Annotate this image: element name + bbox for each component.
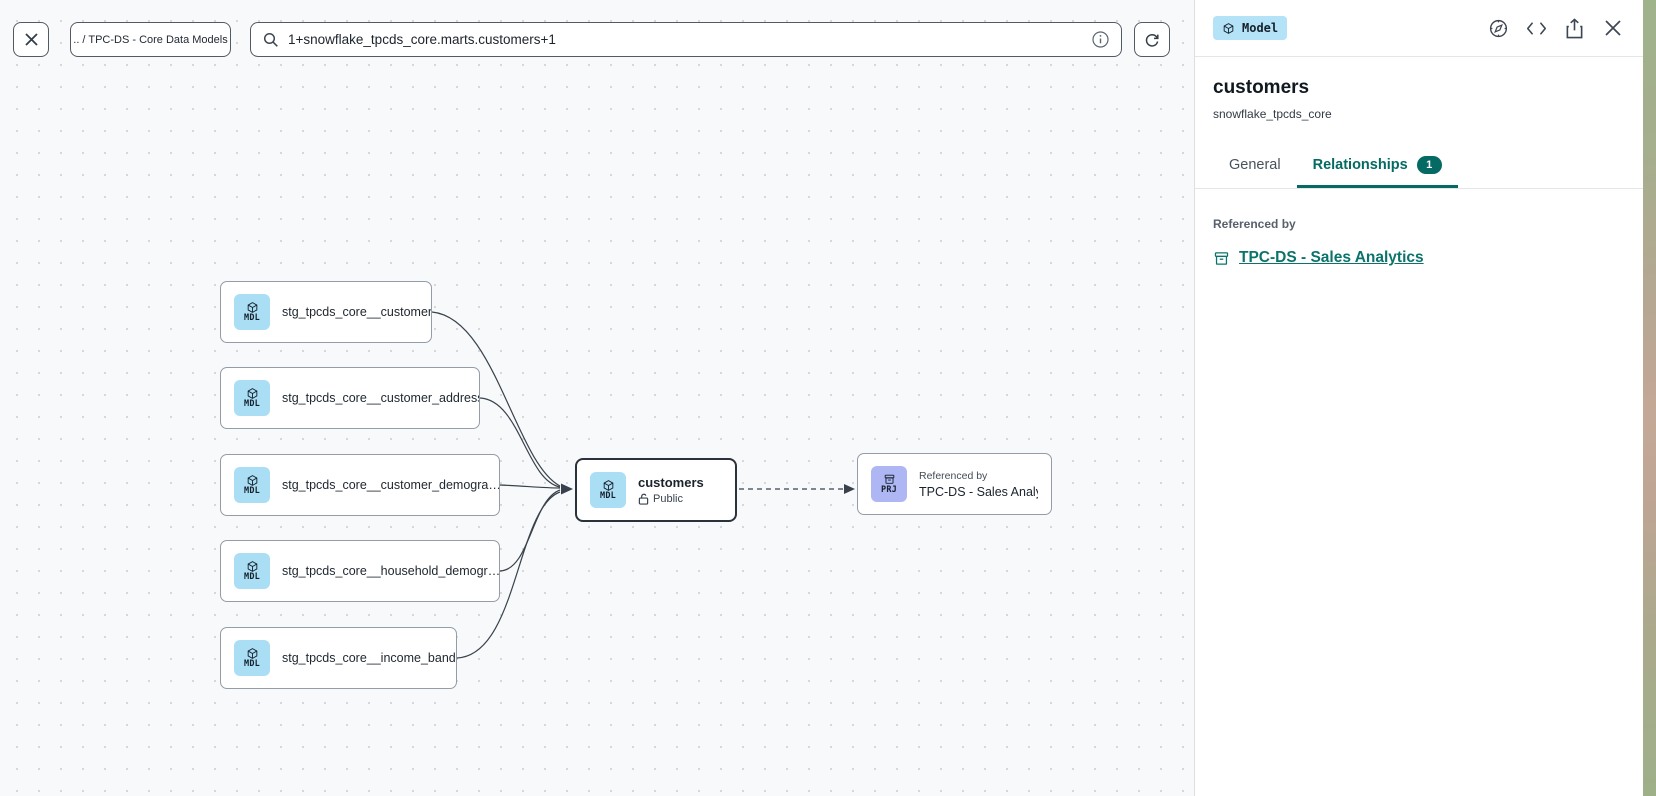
lineage-node-stg-customer-address[interactable]: MDL stg_tpcds_core__customer_address <box>220 367 480 429</box>
archive-icon <box>884 474 894 484</box>
close-panel-button[interactable] <box>1602 18 1623 39</box>
node-label: stg_tpcds_core__customer_demogra… <box>282 478 500 492</box>
view-code-button[interactable] <box>1526 18 1547 39</box>
node-label: stg_tpcds_core__customer_address <box>282 391 480 405</box>
cube-icon <box>247 561 257 572</box>
node-label: stg_tpcds_core__household_demogr… <box>282 564 500 578</box>
model-chip: MDL <box>234 640 270 676</box>
details-panel-header: Model <box>1195 0 1643 57</box>
referenced-project-label: TPC-DS - Sales Analytics <box>1239 249 1424 266</box>
node-label: stg_tpcds_core__income_band <box>282 651 456 665</box>
model-chip: MDL <box>234 380 270 416</box>
info-icon[interactable] <box>1092 31 1109 48</box>
node-label: stg_tpcds_core__customer <box>282 305 432 319</box>
detail-tabs: General Relationships 1 <box>1195 147 1643 189</box>
page-title: customers <box>1213 77 1310 98</box>
model-chip: MDL <box>234 294 270 330</box>
model-type-badge: Model <box>1213 16 1288 40</box>
model-chip: MDL <box>234 553 270 589</box>
cube-icon <box>247 475 257 486</box>
compass-icon <box>1489 19 1508 37</box>
unlock-icon <box>638 493 649 505</box>
node-type-label: MDL <box>244 659 260 669</box>
tab-general[interactable]: General <box>1213 147 1297 188</box>
tab-label: Relationships <box>1312 157 1408 173</box>
search-input[interactable] <box>288 32 1083 47</box>
node-type-label: MDL <box>244 313 260 323</box>
cube-icon <box>247 388 257 399</box>
node-type-label: MDL <box>244 486 260 496</box>
close-lineage-button[interactable] <box>13 22 49 57</box>
lineage-node-sales-analytics-project[interactable]: PRJ Referenced by TPC-DS - Sales Analyti… <box>857 453 1052 515</box>
lineage-node-customers-selected[interactable]: MDL customers Public <box>575 458 737 522</box>
cube-icon <box>603 480 613 491</box>
lineage-node-stg-household-demographics[interactable]: MDL stg_tpcds_core__household_demogr… <box>220 540 500 602</box>
model-chip: MDL <box>234 467 270 503</box>
lineage-node-stg-customer-demographics[interactable]: MDL stg_tpcds_core__customer_demogra… <box>220 454 500 516</box>
share-icon <box>1566 17 1583 38</box>
cube-icon <box>247 302 257 313</box>
lineage-node-stg-customer[interactable]: MDL stg_tpcds_core__customer <box>220 281 432 343</box>
refresh-icon <box>1145 33 1159 47</box>
close-icon <box>24 33 38 46</box>
search-icon <box>263 32 278 47</box>
node-label: customers <box>638 475 704 490</box>
desktop-wallpaper-edge <box>1643 0 1656 796</box>
node-type-label: MDL <box>244 572 260 582</box>
referenced-by-heading: Referenced by <box>1213 217 1296 231</box>
explore-lineage-button[interactable] <box>1488 18 1509 39</box>
lineage-canvas[interactable]: .. / TPC-DS - Core Data Models <box>0 0 1194 796</box>
code-icon <box>1526 21 1547 35</box>
referenced-project-link[interactable]: TPC-DS - Sales Analytics <box>1213 249 1623 267</box>
tab-relationships[interactable]: Relationships 1 <box>1296 147 1458 188</box>
cube-icon <box>1223 22 1234 34</box>
breadcrumb[interactable]: .. / TPC-DS - Core Data Models <box>70 22 231 57</box>
refresh-layout-button[interactable] <box>1134 22 1170 57</box>
project-chip: PRJ <box>871 466 907 502</box>
lineage-edges <box>431 311 855 659</box>
node-type-label: MDL <box>600 491 616 501</box>
node-label: TPC-DS - Sales Analytics <box>919 484 1038 499</box>
share-button[interactable] <box>1564 17 1585 39</box>
package-name: snowflake_tpcds_core <box>1213 107 1332 121</box>
node-type-label: MDL <box>244 399 260 409</box>
node-type-label: PRJ <box>881 485 897 495</box>
archive-icon <box>1214 251 1229 265</box>
cube-icon <box>247 648 257 659</box>
breadcrumb-label: .. / TPC-DS - Core Data Models <box>73 33 228 46</box>
model-badge-label: Model <box>1242 21 1279 35</box>
close-icon <box>1604 20 1621 36</box>
lineage-node-stg-income-band[interactable]: MDL stg_tpcds_core__income_band <box>220 627 457 689</box>
lineage-search <box>250 22 1122 57</box>
relationships-count-badge: 1 <box>1416 156 1442 174</box>
tab-label: General <box>1229 157 1281 173</box>
node-access-label: Public <box>653 493 683 505</box>
model-chip: MDL <box>590 472 626 508</box>
node-kicker: Referenced by <box>919 469 988 482</box>
details-panel: Model <box>1194 0 1643 796</box>
